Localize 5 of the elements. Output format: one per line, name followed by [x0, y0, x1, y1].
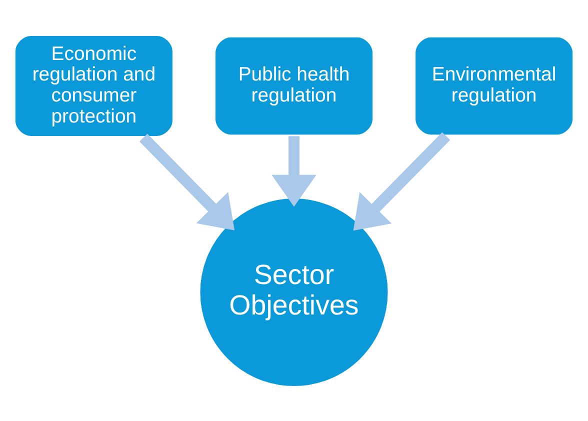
arrow: [139, 133, 235, 230]
node-box: Environmental regulation: [412, 34, 576, 137]
arrow: [353, 132, 450, 230]
node-box: Public health regulation: [212, 34, 376, 137]
arrow: [272, 136, 316, 206]
